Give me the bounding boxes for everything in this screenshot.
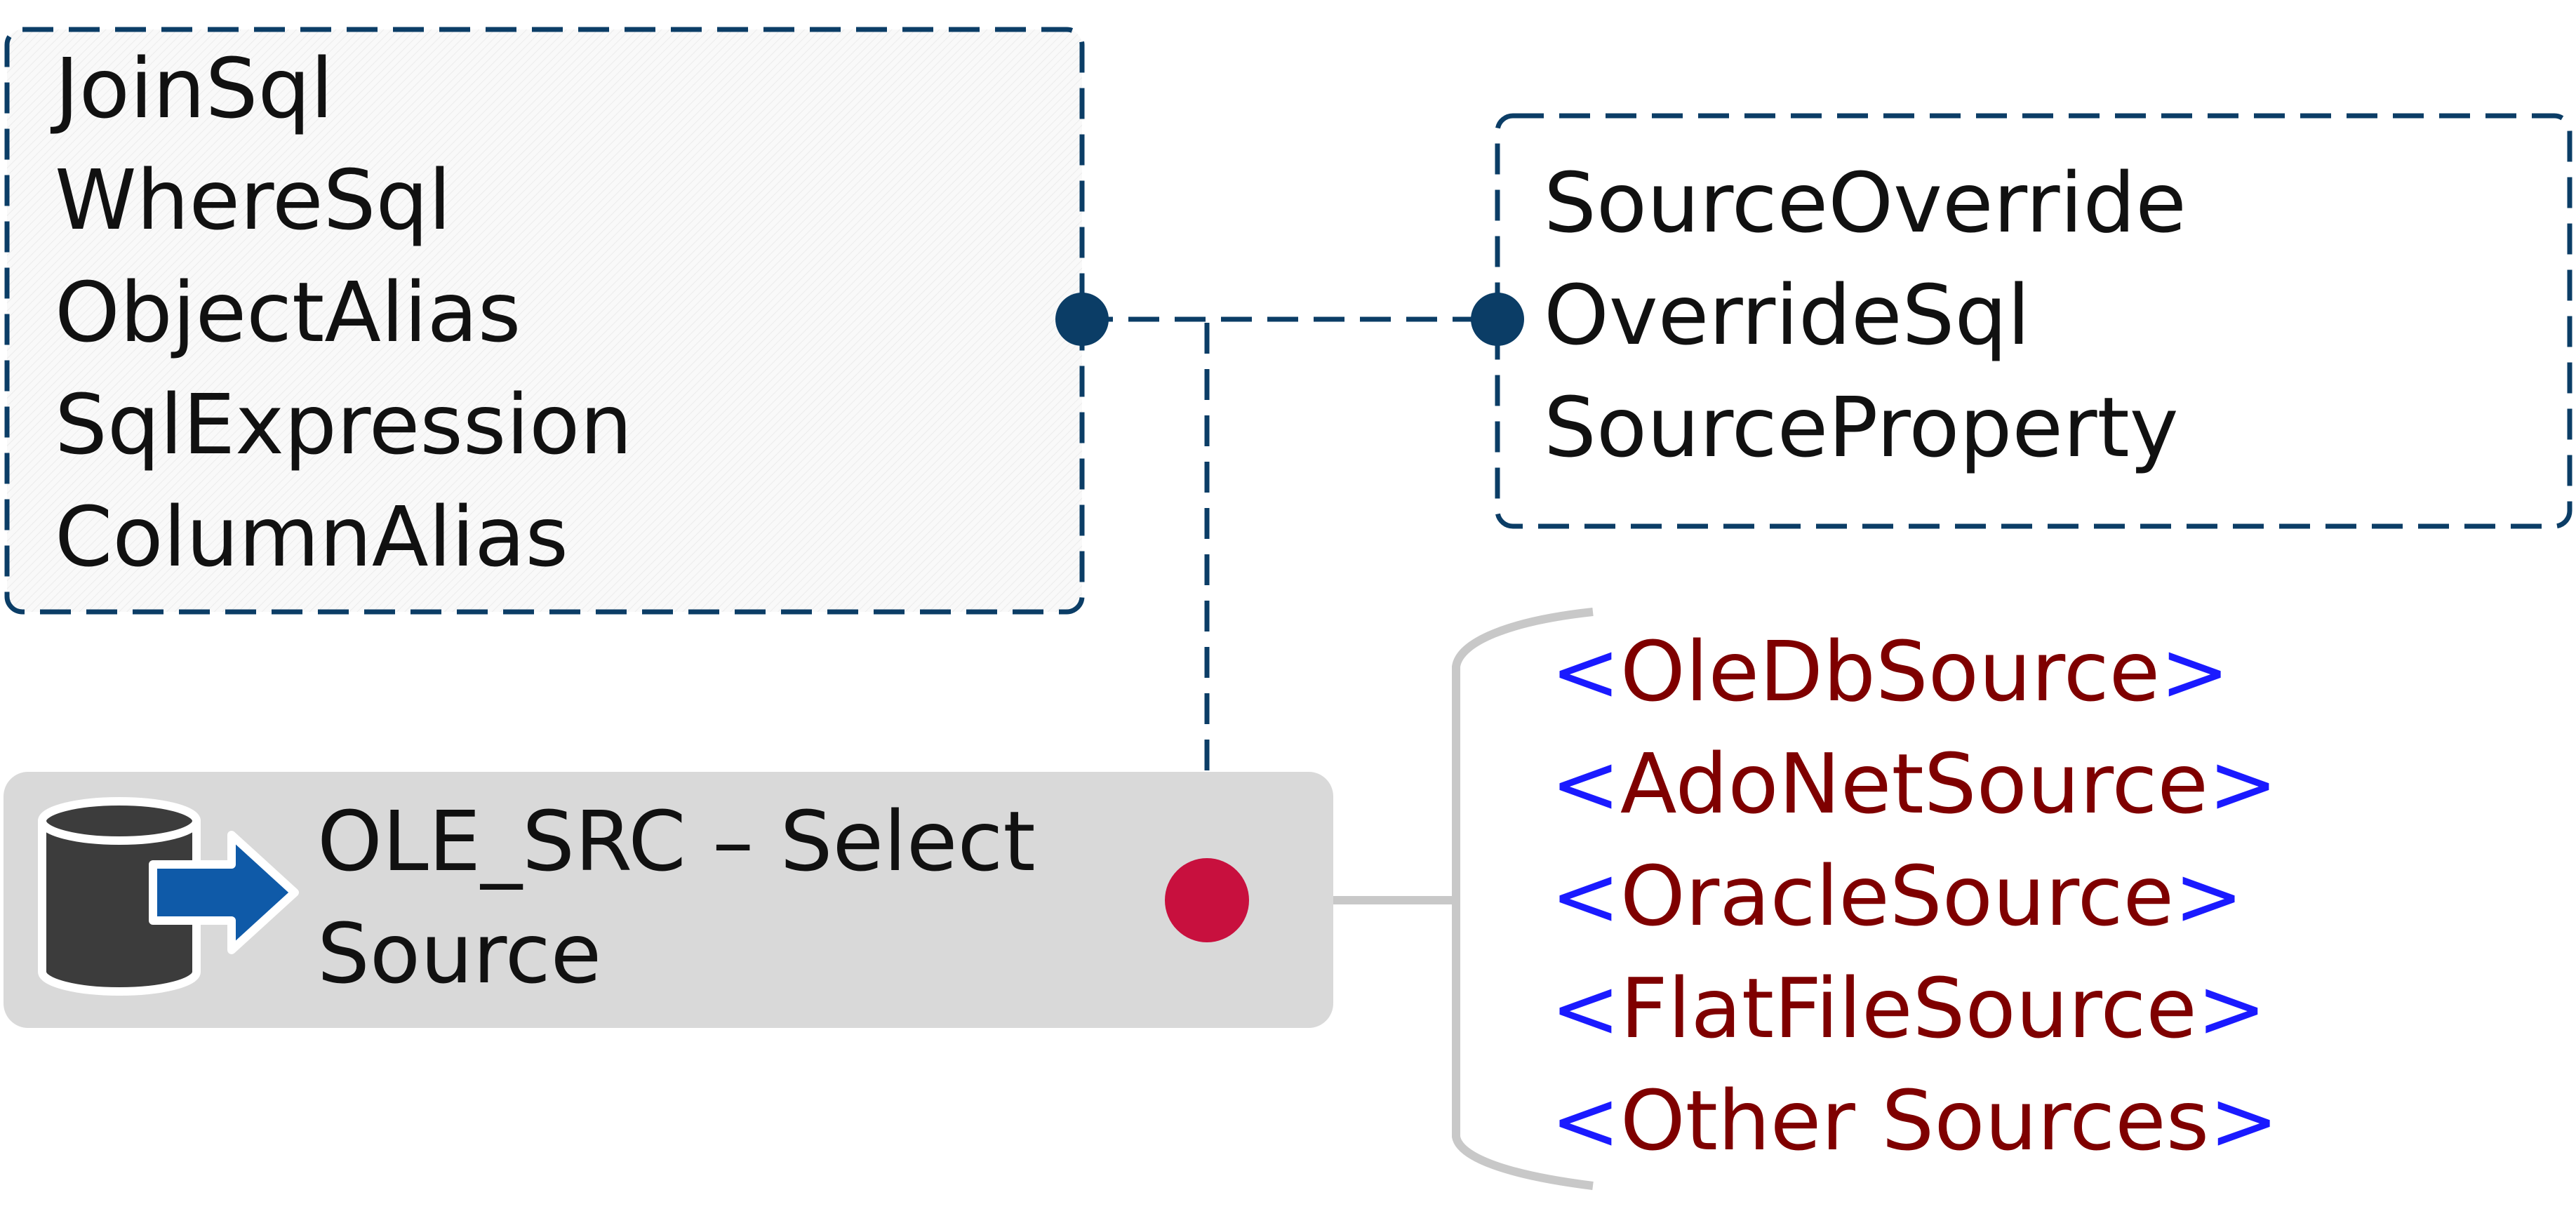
right-property-box: SourceOverride OverrideSql SourcePropert… <box>1495 113 2572 529</box>
left-box-item: SqlExpression <box>55 376 632 473</box>
task-box[interactable] <box>4 772 1333 1028</box>
source-type-list: <OleDbSource> <AdoNetSource> <OracleSour… <box>1551 623 2278 1169</box>
source-list-item: <AdoNetSource> <box>1551 735 2278 832</box>
source-list-item: <OleDbSource> <box>1551 623 2229 720</box>
task-title-line2: Source <box>317 905 601 1002</box>
source-list-item: <Other Sources> <box>1551 1072 2278 1169</box>
red-status-dot <box>1165 858 1249 942</box>
source-list-item: <FlatFileSource> <box>1551 960 2267 1057</box>
ole-src-task[interactable]: OLE_SRC – Select Source <box>4 772 1333 1028</box>
left-box-item: ObjectAlias <box>55 264 521 361</box>
right-box-item: SourceOverride <box>1544 154 2187 251</box>
source-list-brace <box>1452 608 1594 1190</box>
left-box-item: WhereSql <box>55 152 451 248</box>
database-export-icon <box>38 797 299 996</box>
left-box-item: ColumnAlias <box>55 488 568 585</box>
right-box-frame <box>1495 113 2572 529</box>
left-connector-dot <box>1055 293 1109 346</box>
left-property-box: JoinSql WhereSql ObjectAlias SqlExpressi… <box>4 27 1085 615</box>
source-list-item: <OracleSource> <box>1551 848 2243 944</box>
right-box-item: OverrideSql <box>1544 267 2030 363</box>
right-connector-dot <box>1471 293 1524 346</box>
task-title-line1: OLE_SRC – Select <box>317 793 1036 890</box>
right-box-item: SourceProperty <box>1544 379 2179 476</box>
left-box-item: JoinSql <box>50 40 333 137</box>
